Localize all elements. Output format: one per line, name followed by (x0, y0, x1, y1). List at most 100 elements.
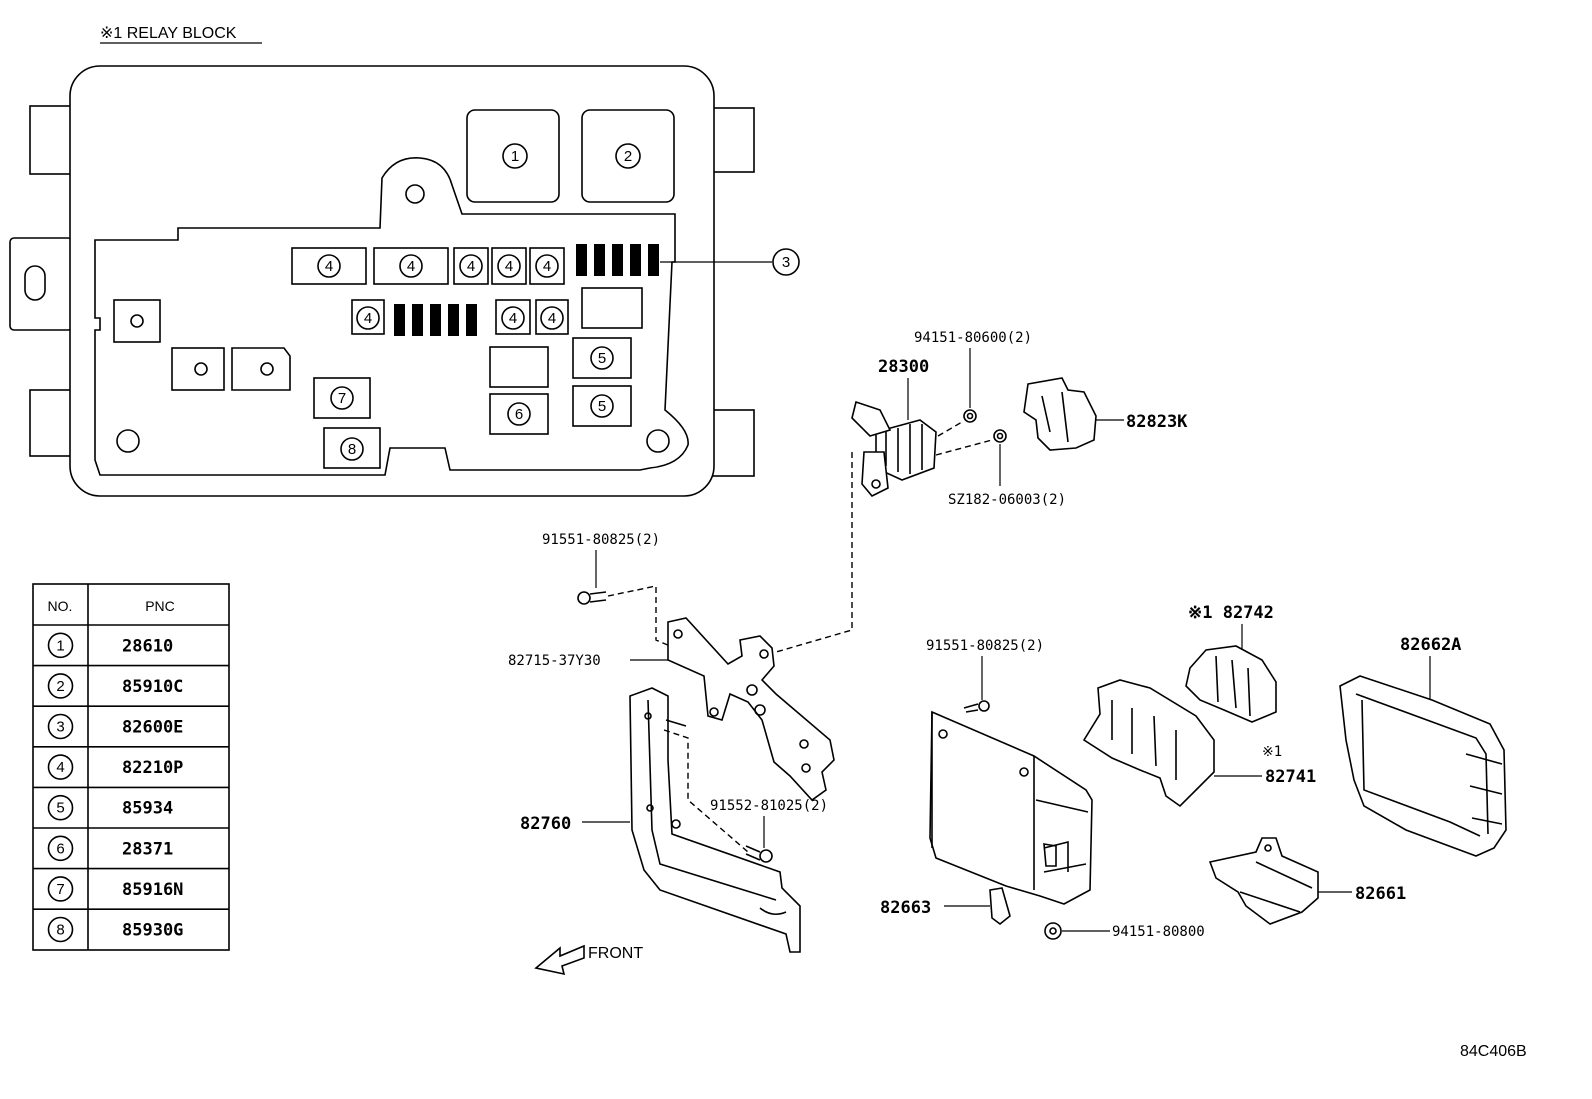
nut-94151-80800 (1044, 922, 1062, 940)
nut-hole (1049, 927, 1057, 935)
fuse-slot (373, 247, 449, 285)
label-94151-80600: 94151-80600(2) (914, 330, 1032, 346)
board-hole-bottom-left (116, 429, 140, 453)
table-row-no: 4 (56, 759, 64, 776)
table-row-no-circle (47, 673, 74, 699)
table-row-no: 2 (56, 678, 64, 695)
mini-fuse (648, 244, 659, 276)
table-row-no-circle (47, 876, 74, 902)
mini-fuse (466, 304, 477, 336)
part-82662A-inner (1355, 693, 1489, 837)
fuse-row-1: 4 4 4 4 4 (291, 244, 659, 285)
mini-fuse (430, 304, 441, 336)
bracket-hole (673, 629, 683, 639)
part-82663 (929, 710, 1093, 905)
slot-hole-left (24, 265, 46, 301)
callout-circle-7 (330, 386, 354, 410)
callout-4-label: 4 (364, 310, 372, 327)
table-row-pnc: 85934 (122, 799, 173, 819)
callout-1: 1 (511, 148, 519, 165)
callout-4-label: 4 (467, 258, 475, 275)
callout-2: 2 (624, 148, 632, 165)
align-line-b (935, 439, 993, 456)
relay-slot-5a (572, 337, 632, 379)
washer-sz182 (993, 429, 1007, 443)
table-row-pnc: 85910C (122, 677, 183, 697)
bracket-82760 (629, 687, 801, 953)
align-line-91551-a (607, 585, 671, 647)
part-28300-arm-bottom (861, 451, 889, 497)
table-row-no-circle (47, 754, 74, 780)
label-82741: 82741 (1265, 767, 1316, 787)
bracket-82760-slot (759, 907, 787, 916)
part-82661-hole (1264, 844, 1272, 852)
bolt-91551-a-shaft (589, 591, 607, 603)
table-row-no: 7 (56, 881, 64, 898)
table-row-no: 6 (56, 840, 64, 857)
part-82662A-clips (1465, 753, 1503, 825)
fuse-row-2: 4 4 4 (351, 287, 643, 336)
table-row-no-circle (47, 835, 74, 862)
table-row-no: 1 (56, 637, 64, 654)
callout-3: 3 (782, 254, 790, 271)
washer-hole (996, 432, 1004, 440)
relay-slot-7 (313, 377, 371, 419)
callout-7-label: 7 (338, 390, 346, 407)
fuse-slot (291, 247, 367, 285)
table-row-pnc: 82600E (122, 718, 183, 738)
bracket-82760-hole (671, 819, 681, 829)
bracket-hole (754, 704, 766, 716)
bracket-hole (799, 739, 809, 749)
mini-fuse (576, 244, 587, 276)
nut-hole (966, 412, 974, 420)
mini-fuse (412, 304, 423, 336)
callout-4-label: 4 (407, 258, 415, 275)
terminal-left (113, 299, 161, 343)
callout-circle-3 (772, 248, 800, 276)
callout-5-label: 5 (598, 398, 606, 415)
side-tab-bottom-right (711, 409, 755, 477)
relay-block-board (94, 157, 689, 476)
label-sz182: SZ182-06003(2) (948, 492, 1066, 508)
relay-block: ※1 RELAY BLOCK 1 2 4 4 (9, 25, 800, 497)
callout-circle-4 (501, 306, 525, 330)
side-tab-bottom-left (29, 389, 73, 457)
callout-circle-4 (356, 306, 380, 330)
empty-slot (581, 287, 643, 329)
side-tab-top-left (29, 105, 73, 175)
label-82662A: 82662A (1400, 635, 1461, 655)
callout-circle-8 (340, 437, 364, 461)
part-82823K-ribs (1041, 391, 1069, 443)
part-82742 (1185, 645, 1277, 723)
table-row-no: 5 (56, 800, 64, 817)
side-tab-mid-left (9, 237, 73, 331)
callout-circle-4 (540, 306, 564, 330)
empty-relay-slot (489, 346, 549, 388)
terminal-hole (130, 314, 144, 328)
part-82741 (1082, 679, 1215, 808)
bracket-82760-hole (644, 712, 652, 720)
mini-fuse (448, 304, 459, 336)
part-82741-ribs (1111, 700, 1177, 780)
callout-circle-4 (399, 254, 423, 278)
label-91551-a: 91551-80825(2) (542, 532, 660, 548)
table-row-no-circle (47, 794, 74, 821)
callout-circle-4 (497, 254, 521, 278)
mini-fuse (630, 244, 641, 276)
callout-4-label: 4 (325, 258, 333, 275)
callout-4-label: 4 (509, 310, 517, 327)
label-28300: 28300 (878, 357, 929, 377)
table-row-pnc: 85916N (122, 880, 183, 900)
table-row-no-circle (47, 632, 74, 659)
callout-8-label: 8 (348, 441, 356, 458)
relay-slot-2 (581, 109, 675, 203)
callout-5-label: 5 (598, 350, 606, 367)
callout-circle-5 (590, 394, 614, 418)
bracket-82715-cluster: 91551-80825(2) 82715-37Y30 82760 91552-8… (508, 532, 835, 953)
label-82823K: 82823K (1126, 412, 1188, 432)
relay-slot-6 (489, 393, 549, 435)
table-row-no: 3 (56, 719, 64, 736)
label-94151-80800: 94151-80800 (1112, 924, 1205, 940)
